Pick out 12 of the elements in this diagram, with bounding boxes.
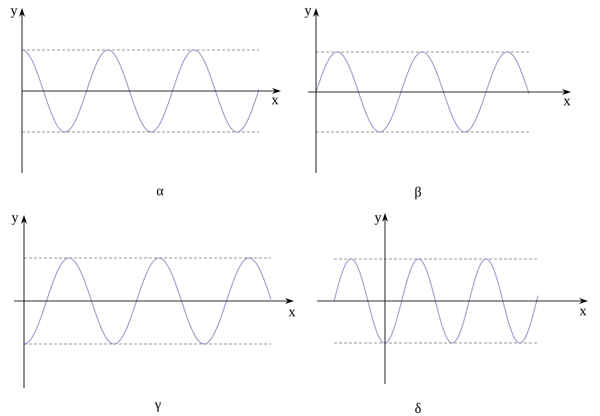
axis-label: x <box>288 310 296 316</box>
axis-label: x <box>564 98 570 106</box>
panel-label: δ <box>415 403 421 413</box>
panel-label: β <box>415 186 421 200</box>
axis-label: x <box>580 308 586 316</box>
panel-label: γ <box>154 402 161 412</box>
axis-label: y <box>10 8 18 18</box>
axis-label: x <box>272 98 278 104</box>
axis-label: y <box>304 8 312 18</box>
axis-label: y <box>374 215 382 225</box>
axis-label: y <box>12 215 18 225</box>
panel-label: α <box>156 188 164 196</box>
